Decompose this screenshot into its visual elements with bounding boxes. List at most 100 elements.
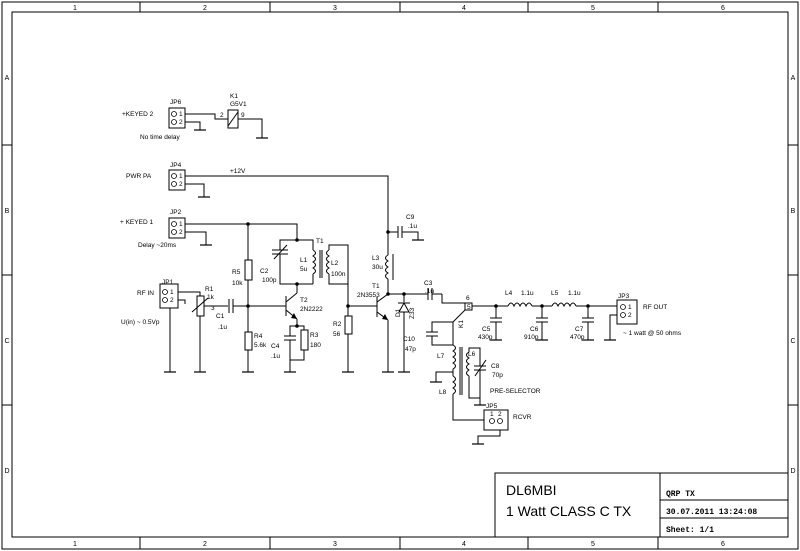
d1-ref: D1 (395, 308, 402, 317)
capacitor-c9: C9 .1u (397, 214, 417, 238)
c1-value: .1u (218, 324, 227, 331)
jp3-ref: JP3 (618, 293, 630, 300)
l3-ref: L3 (372, 255, 380, 262)
connector-jp4: JP4 1 2 PWR PA (126, 162, 186, 191)
c2-ref: C2 (260, 268, 269, 275)
trimmer-capacitor-c8: C8 70p (474, 359, 503, 379)
jp6-label: +KEYED 2 (122, 111, 154, 118)
row-label: C (4, 338, 9, 345)
row-labels: A B C D A B C D (4, 75, 795, 475)
inductor-l6: L6 (466, 351, 476, 377)
l4-value: 1.1u (521, 290, 534, 297)
pin-label: 2 (220, 112, 224, 119)
pin-label: 2 (170, 297, 174, 304)
pin-label: 1 (179, 111, 183, 118)
relay-ref: K1 (230, 93, 238, 100)
jp1-note: U(in) ~ 0.5Vp (121, 319, 160, 326)
col-label: 4 (462, 5, 466, 12)
c8-ref: C8 (491, 363, 500, 370)
project-name: QRP TX (666, 490, 695, 499)
pin-label: 1 (179, 173, 183, 180)
d1-part: Z33 (409, 307, 416, 319)
jp1-label: RF IN (137, 290, 154, 297)
r5-value: 10k (232, 280, 243, 287)
pin-label: 1 (170, 289, 174, 296)
column-labels: 1 2 3 4 5 6 1 2 3 4 5 6 (73, 5, 725, 548)
c7-ref: C7 (575, 326, 584, 333)
transistor-t2: T2 2N2222 (285, 292, 323, 320)
supply-label: +12V (230, 168, 246, 175)
r1-value: 1k (207, 294, 215, 301)
date-time: 30.07.2011 13:24:08 (666, 508, 757, 517)
pin-label: 2 (179, 229, 183, 236)
jp6-note: No time delay (140, 134, 180, 141)
l3-value: 30u (372, 264, 383, 271)
pin-label: 3 (211, 305, 215, 312)
col-label: 2 (203, 5, 207, 12)
drawing-title: 1 Watt CLASS C TX (506, 503, 632, 519)
jp2-ref: JP2 (170, 209, 182, 216)
col-label: 5 (591, 541, 595, 548)
jp2-label: + KEYED 1 (120, 219, 153, 226)
c10-ref: C10 (403, 336, 415, 343)
jp5-label: RCVR (513, 414, 532, 421)
row-label: B (5, 208, 10, 215)
c5-ref: C5 (482, 326, 491, 333)
r2-ref: R2 (333, 321, 342, 328)
col-label: 3 (333, 541, 337, 548)
title-block: DL6MBI 1 Watt CLASS C TX QRP TX 30.07.20… (494, 472, 789, 538)
capacitor-c5: C5 430p (478, 317, 502, 341)
c6-value: 910p (524, 334, 539, 341)
connector-jp6: JP6 1 2 +KEYED 2 No time delay (122, 99, 186, 141)
r1-ref: R1 (205, 286, 214, 293)
connector-jp2: JP2 1 2 + KEYED 1 Delay ~20ms (120, 209, 186, 249)
connector-jp1: JP1 1 2 RF IN U(in) ~ 0.5Vp (121, 279, 179, 326)
l5-value: 1.1u (568, 290, 581, 297)
pin-label: 1 (179, 221, 183, 228)
col-label: 6 (721, 5, 725, 12)
c5-value: 430p (478, 334, 493, 341)
t1-part: 2N3553 (357, 292, 380, 299)
inductor-l2: L2 100n (326, 249, 346, 278)
t1-ref: T1 (372, 283, 380, 290)
r2-value: 56 (333, 331, 341, 338)
zener-diode-d1: D1 Z33 (395, 301, 416, 319)
jp3-note: ~ 1 watt @ 50 ohms (623, 330, 682, 337)
inductor-l7: L7 (437, 344, 456, 370)
capacitor-c4: C4 .1u (271, 335, 296, 360)
col-label: 1 (73, 541, 77, 548)
c9-value: .1u (408, 223, 417, 230)
inductor-l8: L8 (439, 375, 456, 396)
jp5-ref: JP5 (486, 403, 498, 410)
c4-ref: C4 (271, 343, 280, 350)
capacitor-c10: C10 47p (403, 331, 438, 353)
relay-part: G5V1 (230, 101, 247, 108)
c3-value: .1u (425, 288, 434, 295)
pin-label: 1 (490, 411, 494, 418)
connector-jp5: JP5 1 2 RCVR (483, 403, 532, 431)
c3-ref: C3 (424, 280, 433, 287)
connector-jp3: JP3 1 2 RF OUT ~ 1 watt @ 50 ohms (616, 293, 682, 337)
inductor-l4: L4 1.1u (505, 290, 534, 308)
pin-label: 6 (466, 295, 470, 302)
pin-label: 2 (628, 312, 632, 319)
r4-value: 5.6k (254, 342, 267, 349)
sheet-number: Sheet: 1/1 (666, 526, 714, 535)
row-label: A (791, 75, 796, 82)
relay-k1-contact: 6 5 K1 (452, 295, 473, 328)
pin-label: 1 (628, 304, 632, 311)
trimmer-capacitor-c2: C2 100p (260, 244, 288, 284)
resistor-r5: R5 10k (232, 259, 253, 287)
l2-ref: L2 (331, 260, 339, 267)
t2-part: 2N2222 (300, 306, 323, 313)
c9-ref: C9 (406, 214, 415, 221)
l4-ref: L4 (505, 290, 513, 297)
row-label: D (790, 468, 795, 475)
col-label: 4 (462, 541, 466, 548)
l1-ref: L1 (300, 257, 308, 264)
pin-label: 5 (467, 304, 471, 311)
row-label: B (791, 208, 796, 215)
capacitor-c6: C6 910p (524, 317, 548, 341)
r3-ref: R3 (310, 332, 319, 339)
